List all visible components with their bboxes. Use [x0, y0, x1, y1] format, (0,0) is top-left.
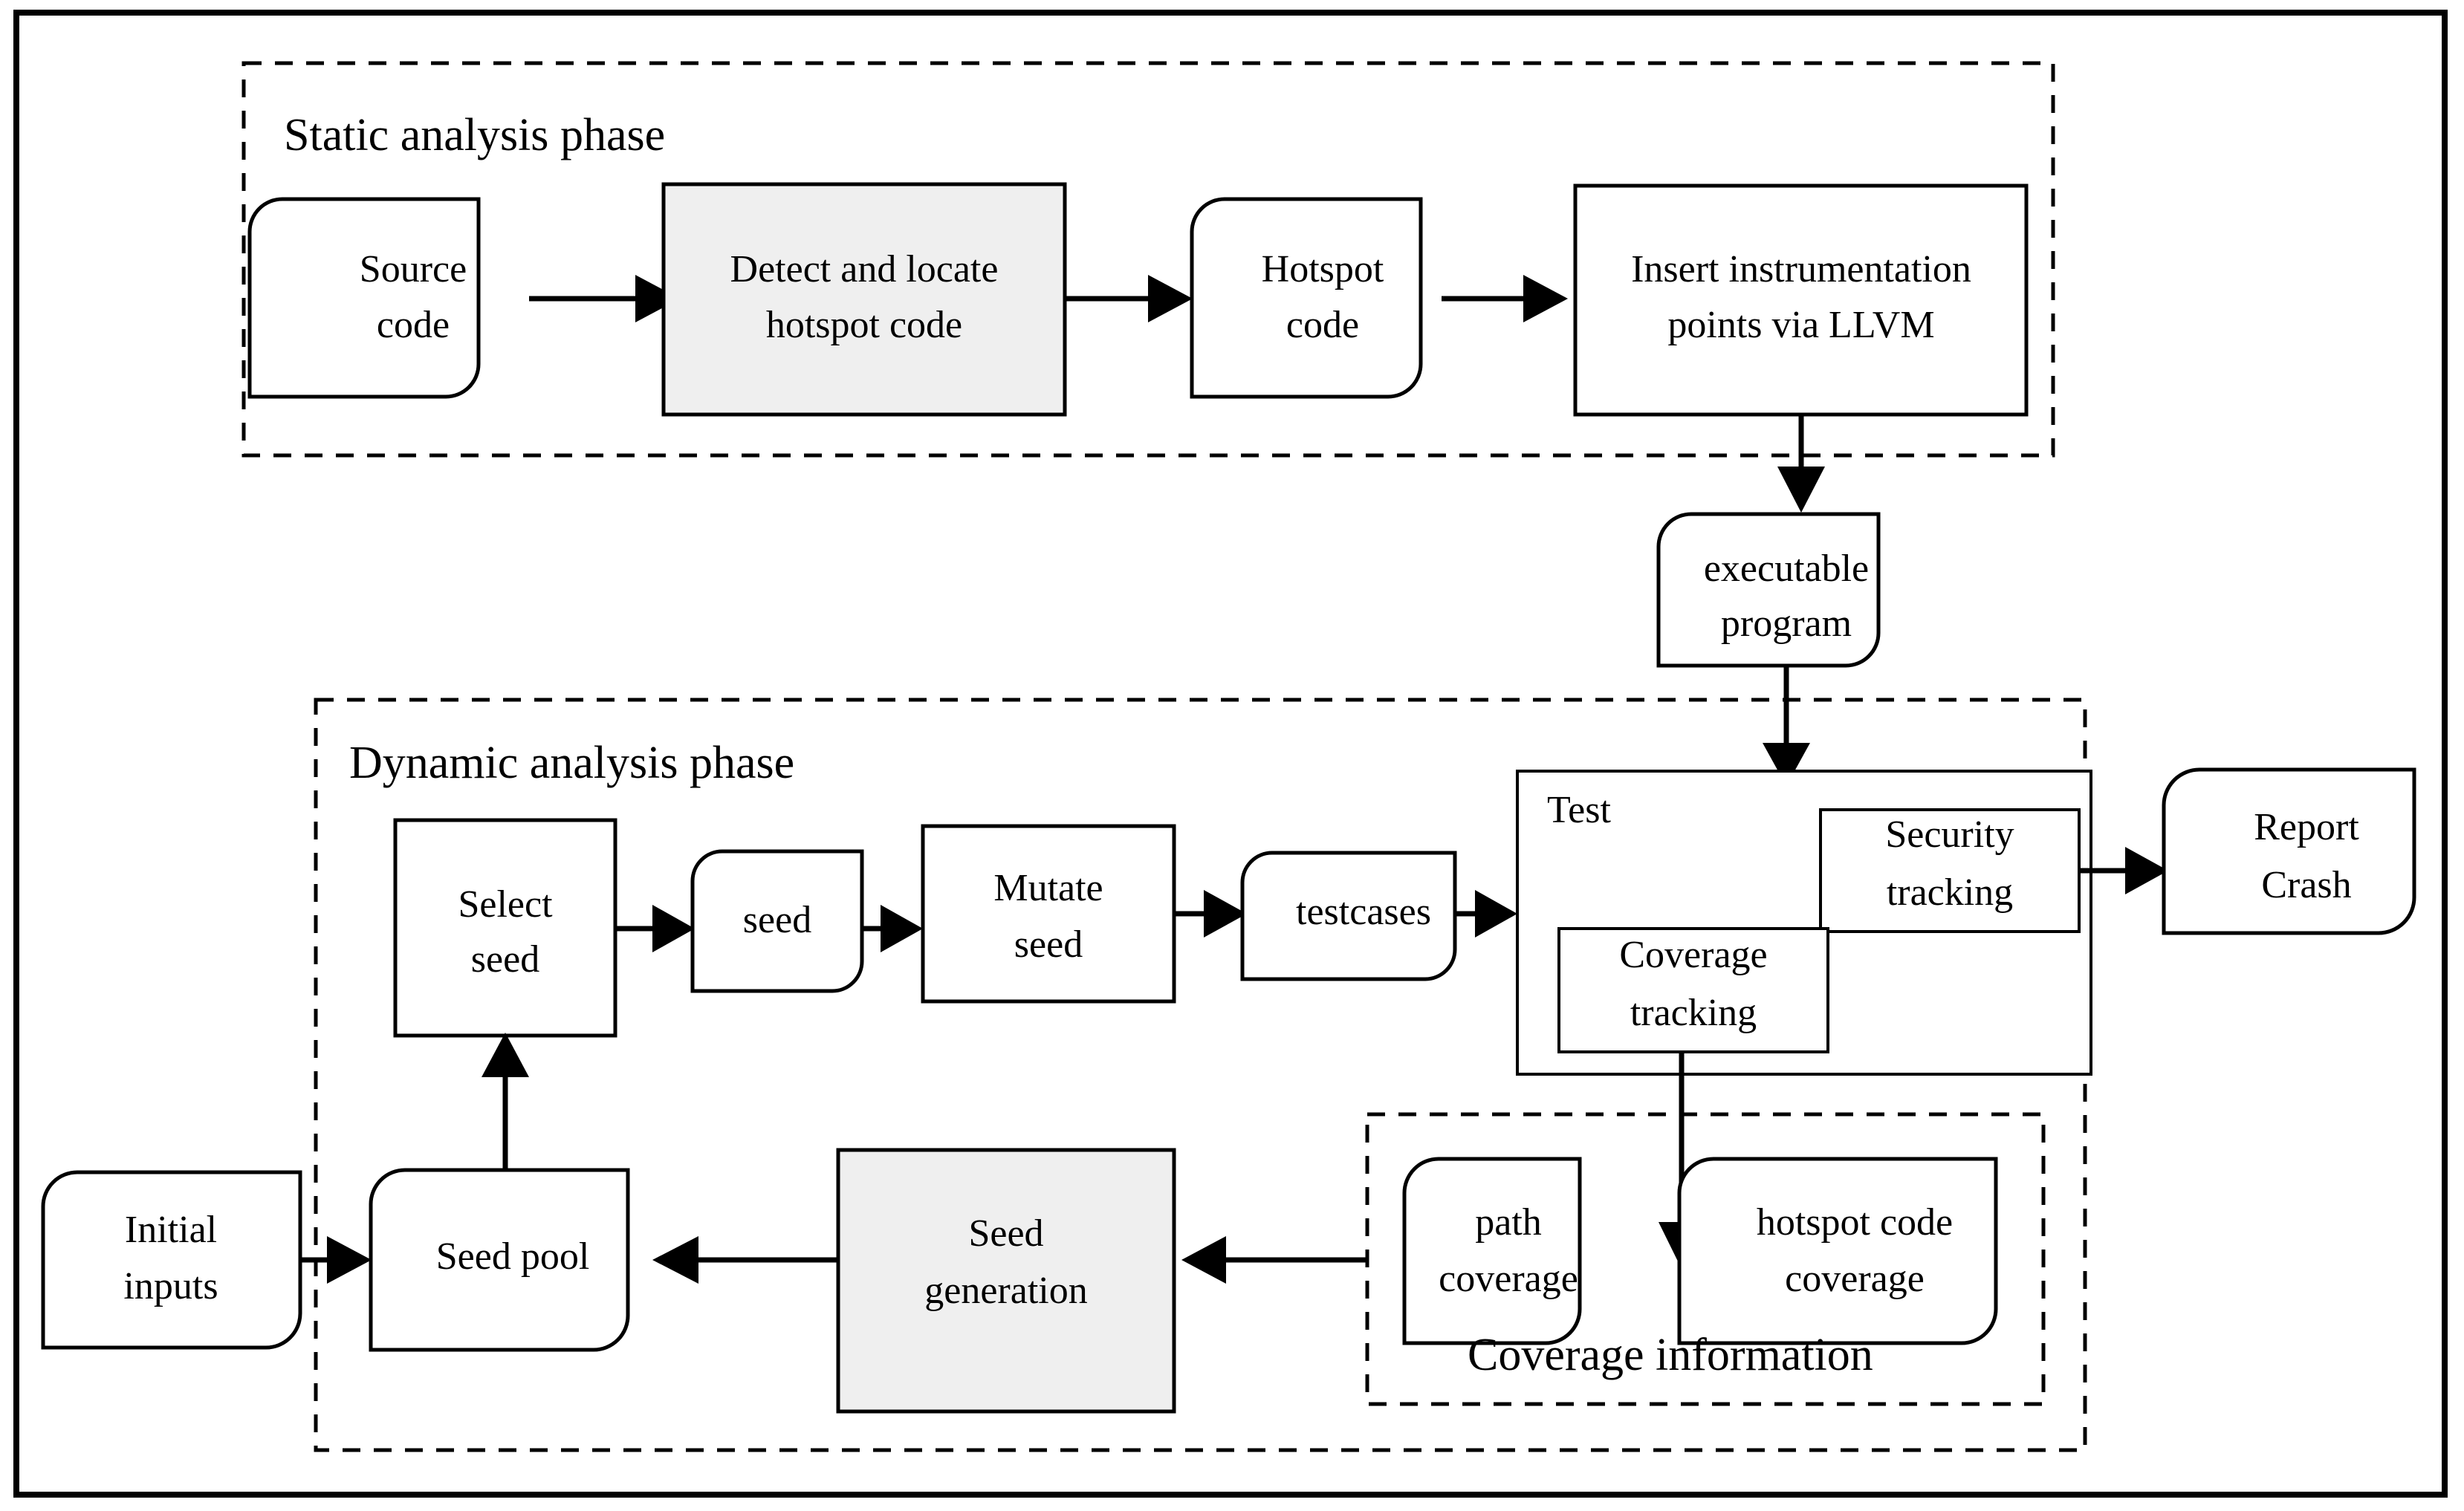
static-analysis-phase-label: Static analysis phase [284, 110, 665, 160]
node-seed-generation-line2: generation [924, 1270, 1087, 1312]
node-seed-generation[interactable] [836, 1148, 1176, 1414]
node-path-coverage-line1: path [1475, 1201, 1542, 1244]
node-initial-inputs-line2: inputs [123, 1265, 218, 1307]
node-executable-program-line1: executable [1704, 547, 1869, 590]
node-coverage-tracking-line1: Coverage [1619, 934, 1767, 976]
node-path-coverage-line2: coverage [1439, 1258, 1578, 1300]
node-security-tracking-line2: tracking [1887, 871, 2013, 914]
node-select-seed-line2: seed [471, 938, 539, 981]
node-executable-program-line2: program [1721, 602, 1852, 645]
node-seed-pool[interactable] [369, 1168, 630, 1352]
edge-detect-to-hotspot-arrowhead [1148, 275, 1193, 322]
node-security-tracking[interactable] [1819, 808, 2081, 933]
node-mutate-seed[interactable] [921, 824, 1176, 1004]
node-report-crash-line2: Crash [2261, 864, 2351, 906]
node-testcases-label: testcases [1296, 891, 1431, 933]
edge-mutate-to-testcases-arrowhead [1204, 890, 1247, 938]
node-initial-inputs[interactable] [41, 1170, 302, 1350]
edge-seed-to-mutate-arrowhead [881, 905, 923, 952]
node-coverage-tracking-line2: tracking [1630, 992, 1757, 1034]
edge-executable-to-test-arrowhead [1763, 743, 1810, 786]
node-insert-instrumentation[interactable] [1573, 183, 2029, 417]
test-label: Test [1547, 789, 1611, 831]
edge-source-to-detect-arrowhead [635, 275, 680, 322]
node-hotspot-code-coverage[interactable] [1677, 1157, 1998, 1345]
node-seed-label: seed [743, 899, 811, 941]
dynamic-analysis-phase-label: Dynamic analysis phase [349, 738, 794, 788]
node-source-code-line1: Source [360, 248, 467, 290]
node-initial-inputs-line1: Initial [125, 1209, 217, 1251]
node-detect-locate-hotspot-code[interactable] [661, 182, 1067, 417]
node-hotspot-code-line1: Hotspot [1262, 248, 1384, 290]
node-mutate-seed-line2: seed [1014, 923, 1083, 966]
static-analysis-phase-border [241, 61, 2055, 458]
edge-seed-generation-to-seed-pool-arrowhead [652, 1236, 698, 1284]
edge-initial-inputs-to-seed-pool-arrowhead [327, 1236, 372, 1284]
node-seed-pool-label: Seed pool [436, 1235, 590, 1278]
dynamic-analysis-phase-border [314, 698, 2087, 1452]
edge-testcases-to-test-arrowhead [1475, 890, 1517, 938]
node-seed[interactable] [690, 849, 864, 993]
node-detect-locate-line1: Detect and locate [730, 248, 999, 290]
figure-border [13, 10, 2448, 1498]
node-report-crash-line1: Report [2254, 806, 2359, 848]
node-testcases[interactable] [1240, 851, 1457, 981]
node-executable-program[interactable] [1656, 512, 1881, 668]
node-seed-generation-line1: Seed [968, 1212, 1043, 1255]
node-insert-instrumentation-line1: Insert instrumentation [1631, 248, 1971, 290]
node-source-code-line2: code [377, 304, 450, 346]
node-insert-instrumentation-line2: points via LLVM [1667, 304, 1934, 346]
edge-security-to-report-arrowhead [2125, 847, 2168, 894]
node-select-seed-line1: Select [458, 883, 553, 926]
coverage-information-label: Coverage information [1468, 1330, 1873, 1380]
edge-seed-pool-to-select-seed-arrowhead [482, 1033, 529, 1077]
edge-coverage-info-to-seed-generation-arrowhead [1181, 1236, 1226, 1284]
node-coverage-tracking[interactable] [1557, 927, 1829, 1053]
node-source-code[interactable] [247, 197, 481, 399]
node-hotspot-code-coverage-line1: hotspot code [1757, 1201, 1953, 1244]
node-report-crash[interactable] [2162, 767, 2416, 935]
node-select-seed[interactable] [393, 818, 617, 1038]
edge-insert-to-executable-arrowhead [1777, 467, 1825, 513]
node-detect-locate-line2: hotspot code [766, 304, 962, 346]
node-security-tracking-line1: Security [1885, 813, 2014, 856]
edge-hotspot-to-insert-arrowhead [1523, 275, 1568, 322]
node-mutate-seed-line1: Mutate [993, 867, 1103, 909]
edge-select-to-seed-arrowhead [652, 905, 695, 952]
node-hotspot-code-coverage-line2: coverage [1785, 1258, 1925, 1300]
node-hotspot-code-line2: code [1286, 304, 1359, 346]
node-path-coverage[interactable] [1402, 1157, 1582, 1345]
node-hotspot-code[interactable] [1190, 197, 1423, 399]
